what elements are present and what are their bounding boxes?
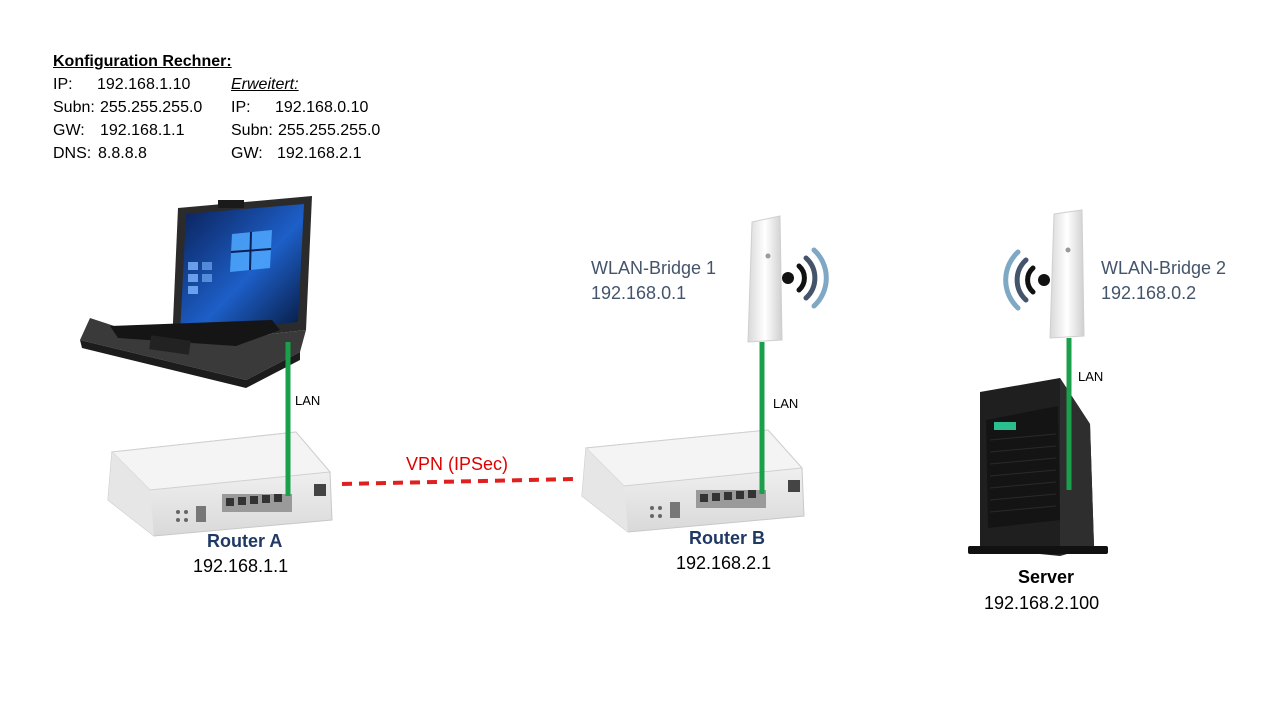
config-gw-key: GW: [53, 122, 85, 139]
config-ext-subnet-value: 255.255.255.0 [278, 122, 381, 139]
config-extended: Erweitert: IP: 192.168.0.10 Subn: 255.25… [231, 73, 401, 165]
config-ext-subnet-key: Subn: [231, 122, 273, 139]
router-a-name: Router A [207, 531, 283, 551]
server-icon [968, 378, 1108, 556]
wlan-bridge-2-icon [1049, 209, 1085, 339]
config-ext-ip-key: IP: [231, 99, 251, 116]
bridge-2-name: WLAN-Bridge 2 [1101, 258, 1227, 278]
router-a-ip: 192.168.1.1 [193, 556, 289, 576]
config-basic: IP: 192.168.1.10 Subn: 255.255.255.0 GW:… [53, 73, 233, 165]
config-ext-gw-value: 192.168.2.1 [277, 145, 362, 162]
config-ip-key: IP: [53, 76, 73, 93]
wlan-bridge-1-icon [747, 215, 783, 343]
wifi-signal-icon-right [782, 247, 829, 309]
config-ext-ip-value: 192.168.0.10 [275, 99, 369, 116]
config-ext-gw-key: GW: [231, 145, 263, 162]
bridge-1-ip: 192.168.0.1 [591, 283, 687, 303]
config-title: Konfiguration Rechner: [53, 53, 232, 70]
laptop-icon [80, 196, 312, 388]
config-gw-value: 192.168.1.1 [100, 122, 185, 139]
lan-label-router-a: LAN [295, 393, 321, 408]
bridge-2-ip: 192.168.0.2 [1101, 283, 1197, 303]
vpn-link-router-a-router-b [341, 477, 575, 486]
config-subnet-value: 255.255.255.0 [100, 99, 203, 116]
bridge-1-name: WLAN-Bridge 1 [591, 258, 717, 278]
config-ip-value: 192.168.1.10 [97, 76, 191, 93]
lan-label-server: LAN [1078, 369, 1104, 384]
bridge-2-label: WLAN-Bridge 2 192.168.0.2 [1101, 256, 1226, 306]
server-name: Server [1018, 567, 1075, 587]
router-b-ip: 192.168.2.1 [676, 553, 772, 573]
config-subnet-key: Subn: [53, 99, 95, 116]
lan-label-router-b: LAN [773, 396, 799, 411]
vpn-label: VPN (IPSec) [406, 454, 509, 474]
router-b-icon [581, 429, 805, 533]
server-ip: 192.168.2.100 [984, 593, 1100, 613]
router-a-icon [107, 431, 333, 537]
router-b-name: Router B [689, 528, 765, 548]
config-dns-key: DNS: [53, 145, 92, 162]
config-dns-value: 8.8.8.8 [98, 145, 147, 162]
config-extended-title: Erweitert: [231, 76, 299, 93]
wifi-signal-icon-left [1003, 249, 1050, 311]
bridge-1-label: WLAN-Bridge 1 192.168.0.1 [591, 256, 716, 306]
